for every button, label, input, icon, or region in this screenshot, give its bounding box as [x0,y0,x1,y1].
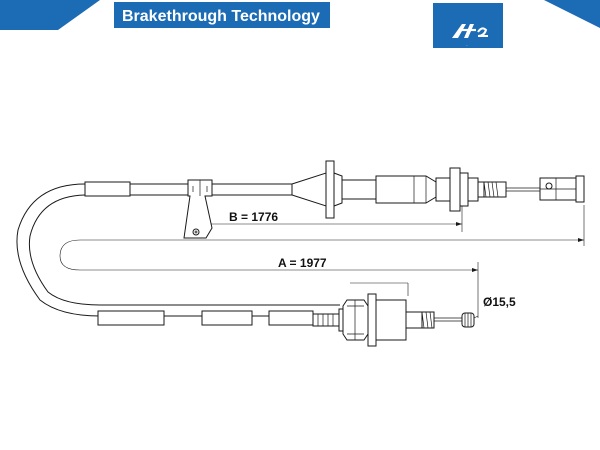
lower-sleeve-3 [268,310,314,326]
ate-logo-box [433,3,503,48]
brand-title-rest: through Technology [166,8,320,25]
lower-adjuster [312,293,435,347]
banner-right-wedge [544,0,600,28]
upper-cable-run [84,160,585,239]
brand-title-bold: Brake [122,8,167,25]
dim-diameter-leader [473,315,479,319]
cable-inner-curve [28,194,101,306]
upper-sleeve [84,181,131,197]
end-ferrule [461,312,475,328]
dim-a-ref-tick [350,282,409,296]
threaded-adjuster [435,167,507,212]
adjuster-body [375,175,437,204]
dim-b-label: B = 1776 [229,210,278,224]
brand-bar [114,2,330,28]
dim-loop-arrow [578,238,584,242]
lower-sleeve-1 [97,310,165,326]
dimension-lines [59,205,585,318]
dim-reference-loop [59,239,584,271]
cable-sheath [16,183,101,317]
dim-a-arrow-right [472,268,478,272]
dim-b-arrow-right [456,222,462,226]
ate-logo-icon: Ate [452,24,488,47]
clevis-end [539,175,585,203]
brand-title: Brakethrough Technology [122,8,320,25]
dim-diameter-label: Ø15,5 [483,295,516,309]
header-banner: Brakethrough Technology Ate [0,0,600,48]
lower-cable-run [97,293,479,347]
mounting-bracket [183,179,213,239]
dim-a-label: A = 1977 [278,256,327,270]
lower-sleeve-2 [201,310,253,326]
logo-text: Ate [466,44,468,47]
banner-left-wedge [0,0,100,30]
funnel-boot [291,160,343,219]
cable-outer-curve [16,183,101,317]
